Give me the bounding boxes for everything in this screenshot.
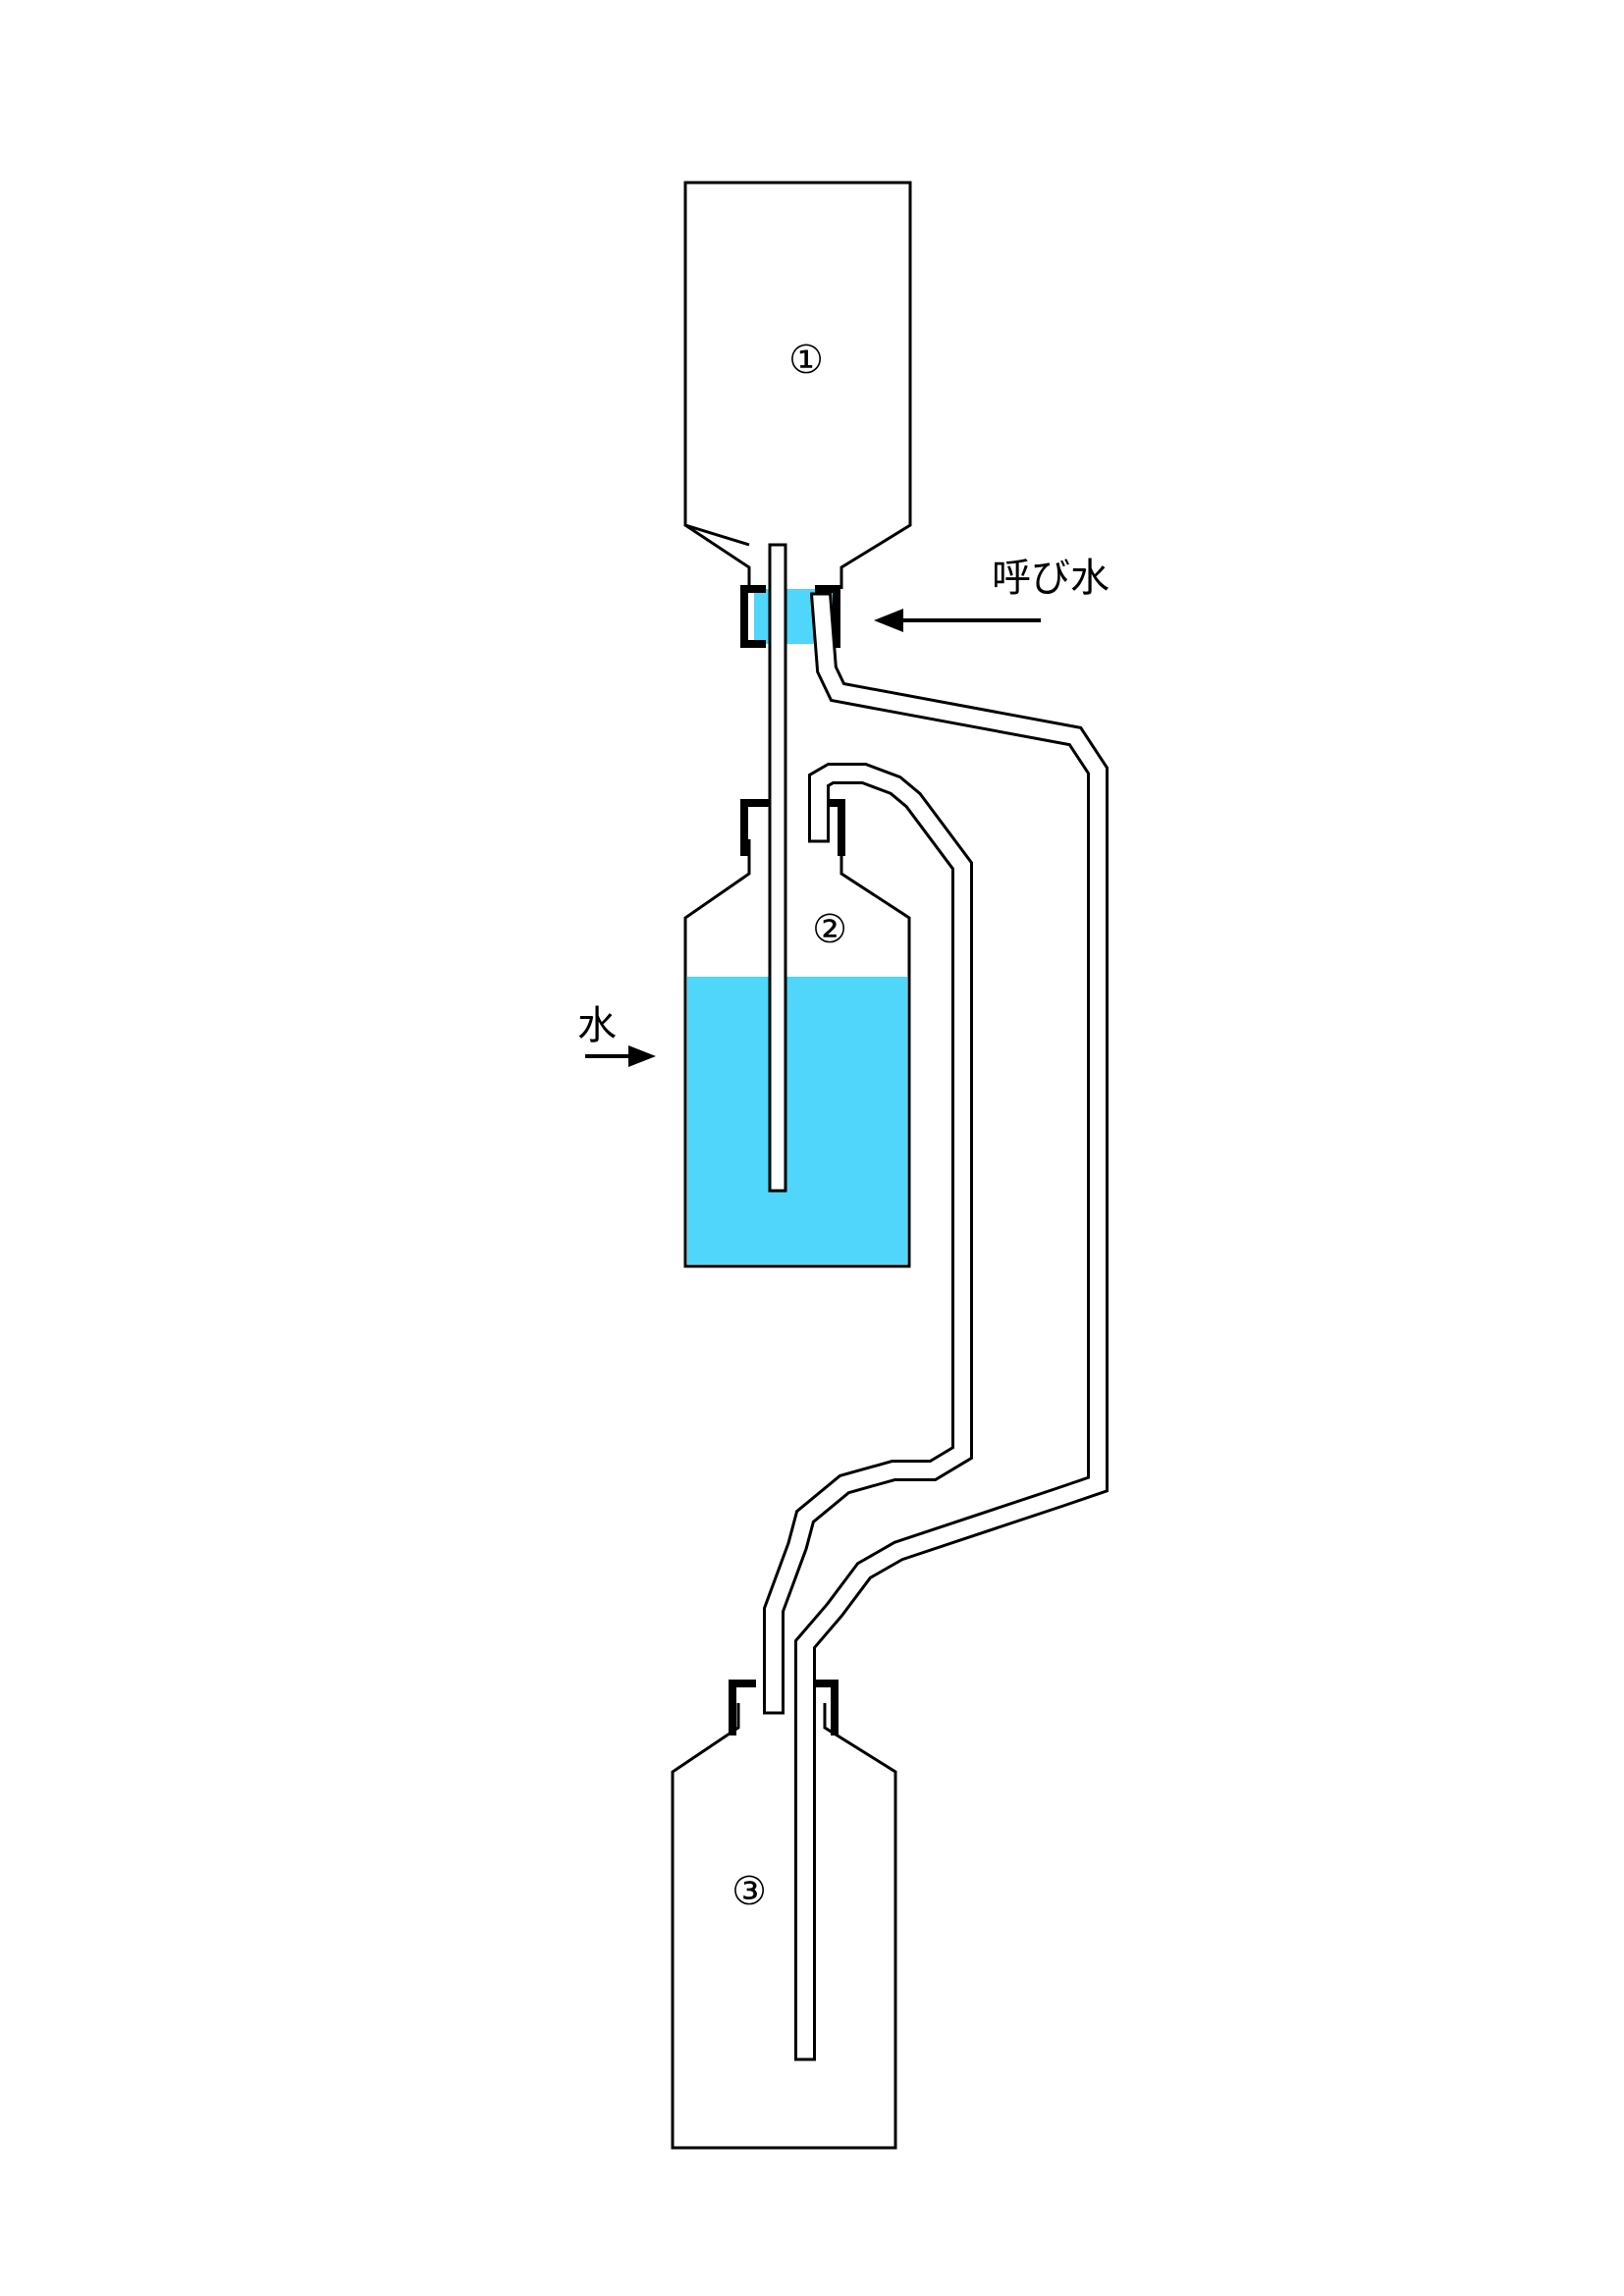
container-3-body: [671, 1703, 897, 2150]
container-1-cap-left: [740, 585, 766, 648]
container-3: ③: [671, 1680, 897, 2150]
container-3-label: ③: [731, 1869, 767, 1914]
container-2-cap-left: [740, 799, 771, 856]
tube-1-to-3: [794, 592, 1109, 2061]
tube-2-to-3: [763, 763, 973, 1715]
container-1-neck-left: [684, 523, 751, 589]
water-label: 水: [577, 1003, 617, 1048]
container-2: ②: [683, 799, 911, 1268]
container-3-cap-right: [811, 1680, 839, 1735]
container-3-cap-left: [729, 1680, 756, 1735]
container-2-body: [683, 839, 911, 1268]
arrow-right-icon: [628, 1045, 656, 1067]
container-2-label: ②: [812, 907, 847, 952]
water-annotation: 水: [577, 1003, 656, 1067]
container-2-water-fill: [687, 977, 907, 1264]
container-1-body: [683, 181, 912, 589]
priming-water-label: 呼び水: [992, 556, 1110, 601]
container-1-label: ①: [788, 338, 824, 383]
container-1: ①: [683, 181, 912, 648]
tube-1-to-2: [768, 543, 787, 1193]
arrow-left-icon: [874, 609, 903, 632]
priming-water-annotation: 呼び水: [874, 556, 1110, 632]
